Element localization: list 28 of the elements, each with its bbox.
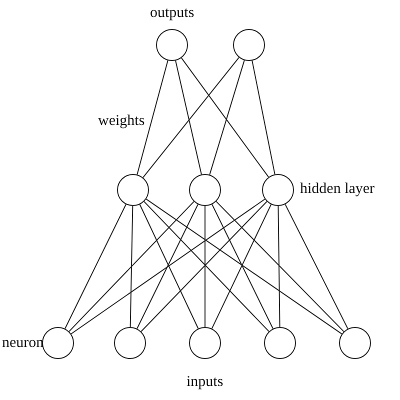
connection-line [146,198,342,334]
neuron-circle [233,29,265,61]
connection-line [68,201,194,332]
connection-line [64,204,126,330]
neuron-circle [114,327,146,359]
connection-line [278,206,280,328]
neuron-circle [156,29,188,61]
connection-line [136,60,168,176]
layer-label: inputs [186,375,224,390]
weights-label: weights [98,114,145,129]
neuron-circle [117,174,149,206]
neuron-circle [264,327,296,359]
neuron-circle [42,327,74,359]
connection-line [180,57,270,178]
layer-label: outputs [150,6,194,21]
neuron-circle [262,174,294,206]
connection-line [209,60,245,176]
connection-line [252,60,276,175]
neuron-circle [189,174,221,206]
connection-line [70,198,266,334]
connection-line [142,57,240,178]
neuron-circle [189,327,221,359]
connection-line [130,206,134,328]
connection-line [216,200,344,332]
neuron-circle [339,327,371,359]
connection-line [175,60,202,175]
connection-line [284,204,348,330]
connection-line [204,206,206,328]
